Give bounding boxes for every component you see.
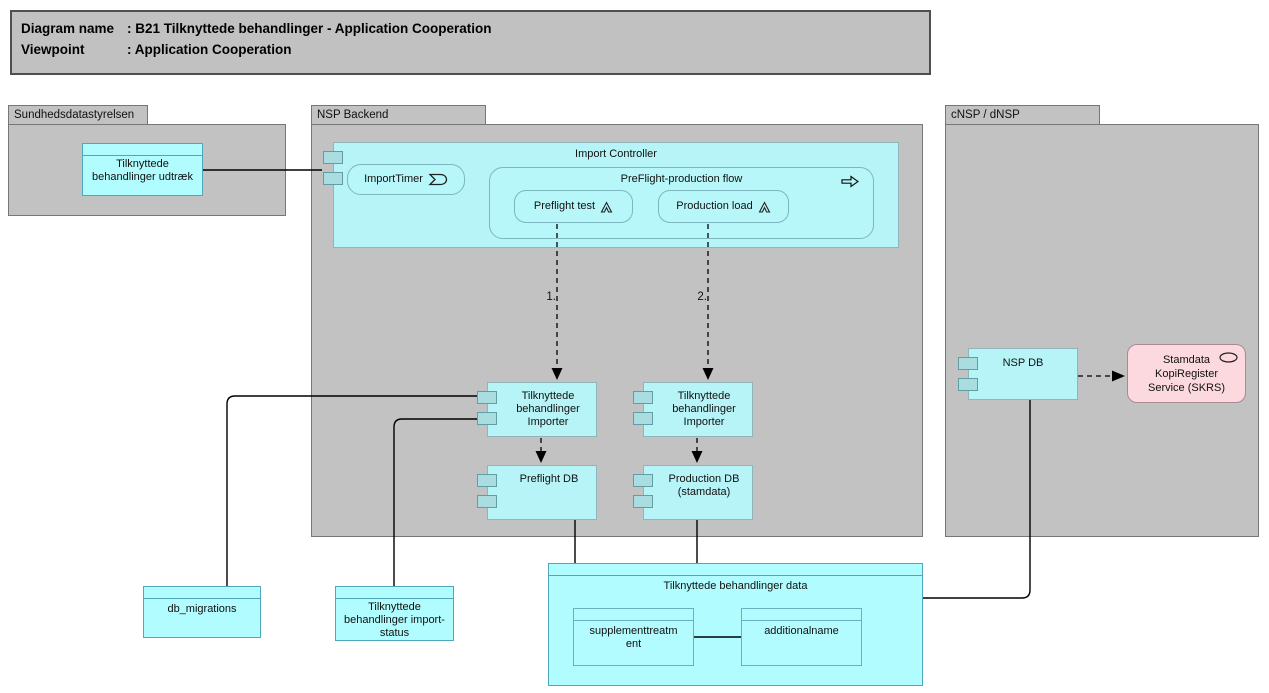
component-ear-icon: [633, 474, 653, 487]
node-label: supplementtreatment: [589, 625, 678, 650]
node-label: ImportTimer: [364, 173, 423, 185]
group-tab-nsp-backend[interactable]: NSP Backend: [311, 105, 486, 125]
group-body-cnsp-dnsp[interactable]: [945, 124, 1259, 537]
node-label: Preflight DB: [519, 473, 579, 485]
node-db-migrations[interactable]: db_migrations: [143, 586, 261, 638]
dataobject-band: [574, 609, 693, 621]
node-preflight-db[interactable]: Preflight DB: [477, 465, 597, 520]
node-import-timer[interactable]: ImportTimer: [347, 164, 465, 195]
node-stamdata-kopiregister-service[interactable]: Stamdata KopiRegister Service (SKRS): [1127, 344, 1246, 403]
component-ear-icon: [477, 391, 497, 404]
node-label: Tilknyttede behandlinger Importer: [672, 390, 736, 428]
component-ear-icon: [323, 151, 343, 164]
dataobject-band: [742, 609, 861, 621]
component-ear-icon: [633, 495, 653, 508]
diagram-name-row: Diagram name : B21 Tilknyttede behandlin…: [21, 18, 929, 39]
node-supplementtreatment[interactable]: supplementtreatment: [573, 608, 694, 666]
node-label: PreFlight-production flow: [620, 173, 743, 185]
application-function-icon: [758, 200, 771, 213]
node-nsp-db[interactable]: NSP DB: [958, 348, 1078, 400]
diagram-title-block: Diagram name : B21 Tilknyttede behandlin…: [10, 10, 931, 75]
diagram-name-value: : B21 Tilknyttede behandlinger - Applica…: [127, 21, 492, 36]
dataobject-band: [83, 144, 202, 156]
node-preflight-test[interactable]: Preflight test: [514, 190, 633, 223]
node-additionalname[interactable]: additionalname: [741, 608, 862, 666]
node-label: Production DB (stamdata): [668, 473, 740, 498]
viewpoint-value: : Application Cooperation: [127, 42, 292, 57]
node-production-load[interactable]: Production load: [658, 190, 789, 223]
component-ear-icon: [477, 412, 497, 425]
node-label: Tilknyttede behandlinger import-status: [344, 601, 445, 639]
component-ear-icon: [958, 357, 978, 370]
node-label: Import Controller: [575, 148, 657, 160]
group-tab-sundhedsdatastyrelsen[interactable]: Sundhedsdatastyrelsen: [8, 105, 148, 125]
node-label: Tilknyttede behandlinger udtræk: [92, 158, 193, 183]
node-label: NSP DB: [1002, 357, 1044, 369]
node-tilknyttede-behandlinger-udtraek[interactable]: Tilknyttede behandlinger udtræk: [82, 143, 203, 196]
node-import-status[interactable]: Tilknyttede behandlinger import-status: [335, 586, 454, 641]
application-event-icon: [428, 173, 448, 186]
component-ear-icon: [323, 172, 343, 185]
dataobject-band: [549, 564, 922, 576]
component-ear-icon: [958, 378, 978, 391]
component-ear-icon: [477, 495, 497, 508]
node-label: Production load: [676, 200, 753, 212]
viewpoint-row: Viewpoint : Application Cooperation: [21, 39, 929, 60]
node-label: additionalname: [764, 625, 839, 637]
node-production-db[interactable]: Production DB (stamdata): [633, 465, 753, 520]
application-function-icon: [600, 200, 613, 213]
viewpoint-label: Viewpoint: [21, 42, 85, 57]
node-importer-preflight[interactable]: Tilknyttede behandlinger Importer: [477, 382, 597, 437]
node-label: Stamdata KopiRegister Service (SKRS): [1147, 354, 1226, 394]
diagram-name-label: Diagram name: [21, 21, 115, 36]
dataobject-band: [336, 587, 453, 599]
group-tab-cnsp-dnsp[interactable]: cNSP / dNSP: [945, 105, 1100, 125]
component-ear-icon: [633, 391, 653, 404]
dataobject-band: [144, 587, 260, 599]
node-label: Preflight test: [533, 200, 596, 212]
node-label: db_migrations: [167, 603, 237, 615]
application-process-icon: [841, 175, 859, 188]
component-ear-icon: [477, 474, 497, 487]
node-importer-production[interactable]: Tilknyttede behandlinger Importer: [633, 382, 753, 437]
application-service-icon: [1219, 352, 1238, 363]
node-label: Tilknyttede behandlinger data: [663, 580, 808, 592]
component-ear-icon: [633, 412, 653, 425]
node-label: Tilknyttede behandlinger Importer: [516, 390, 580, 428]
